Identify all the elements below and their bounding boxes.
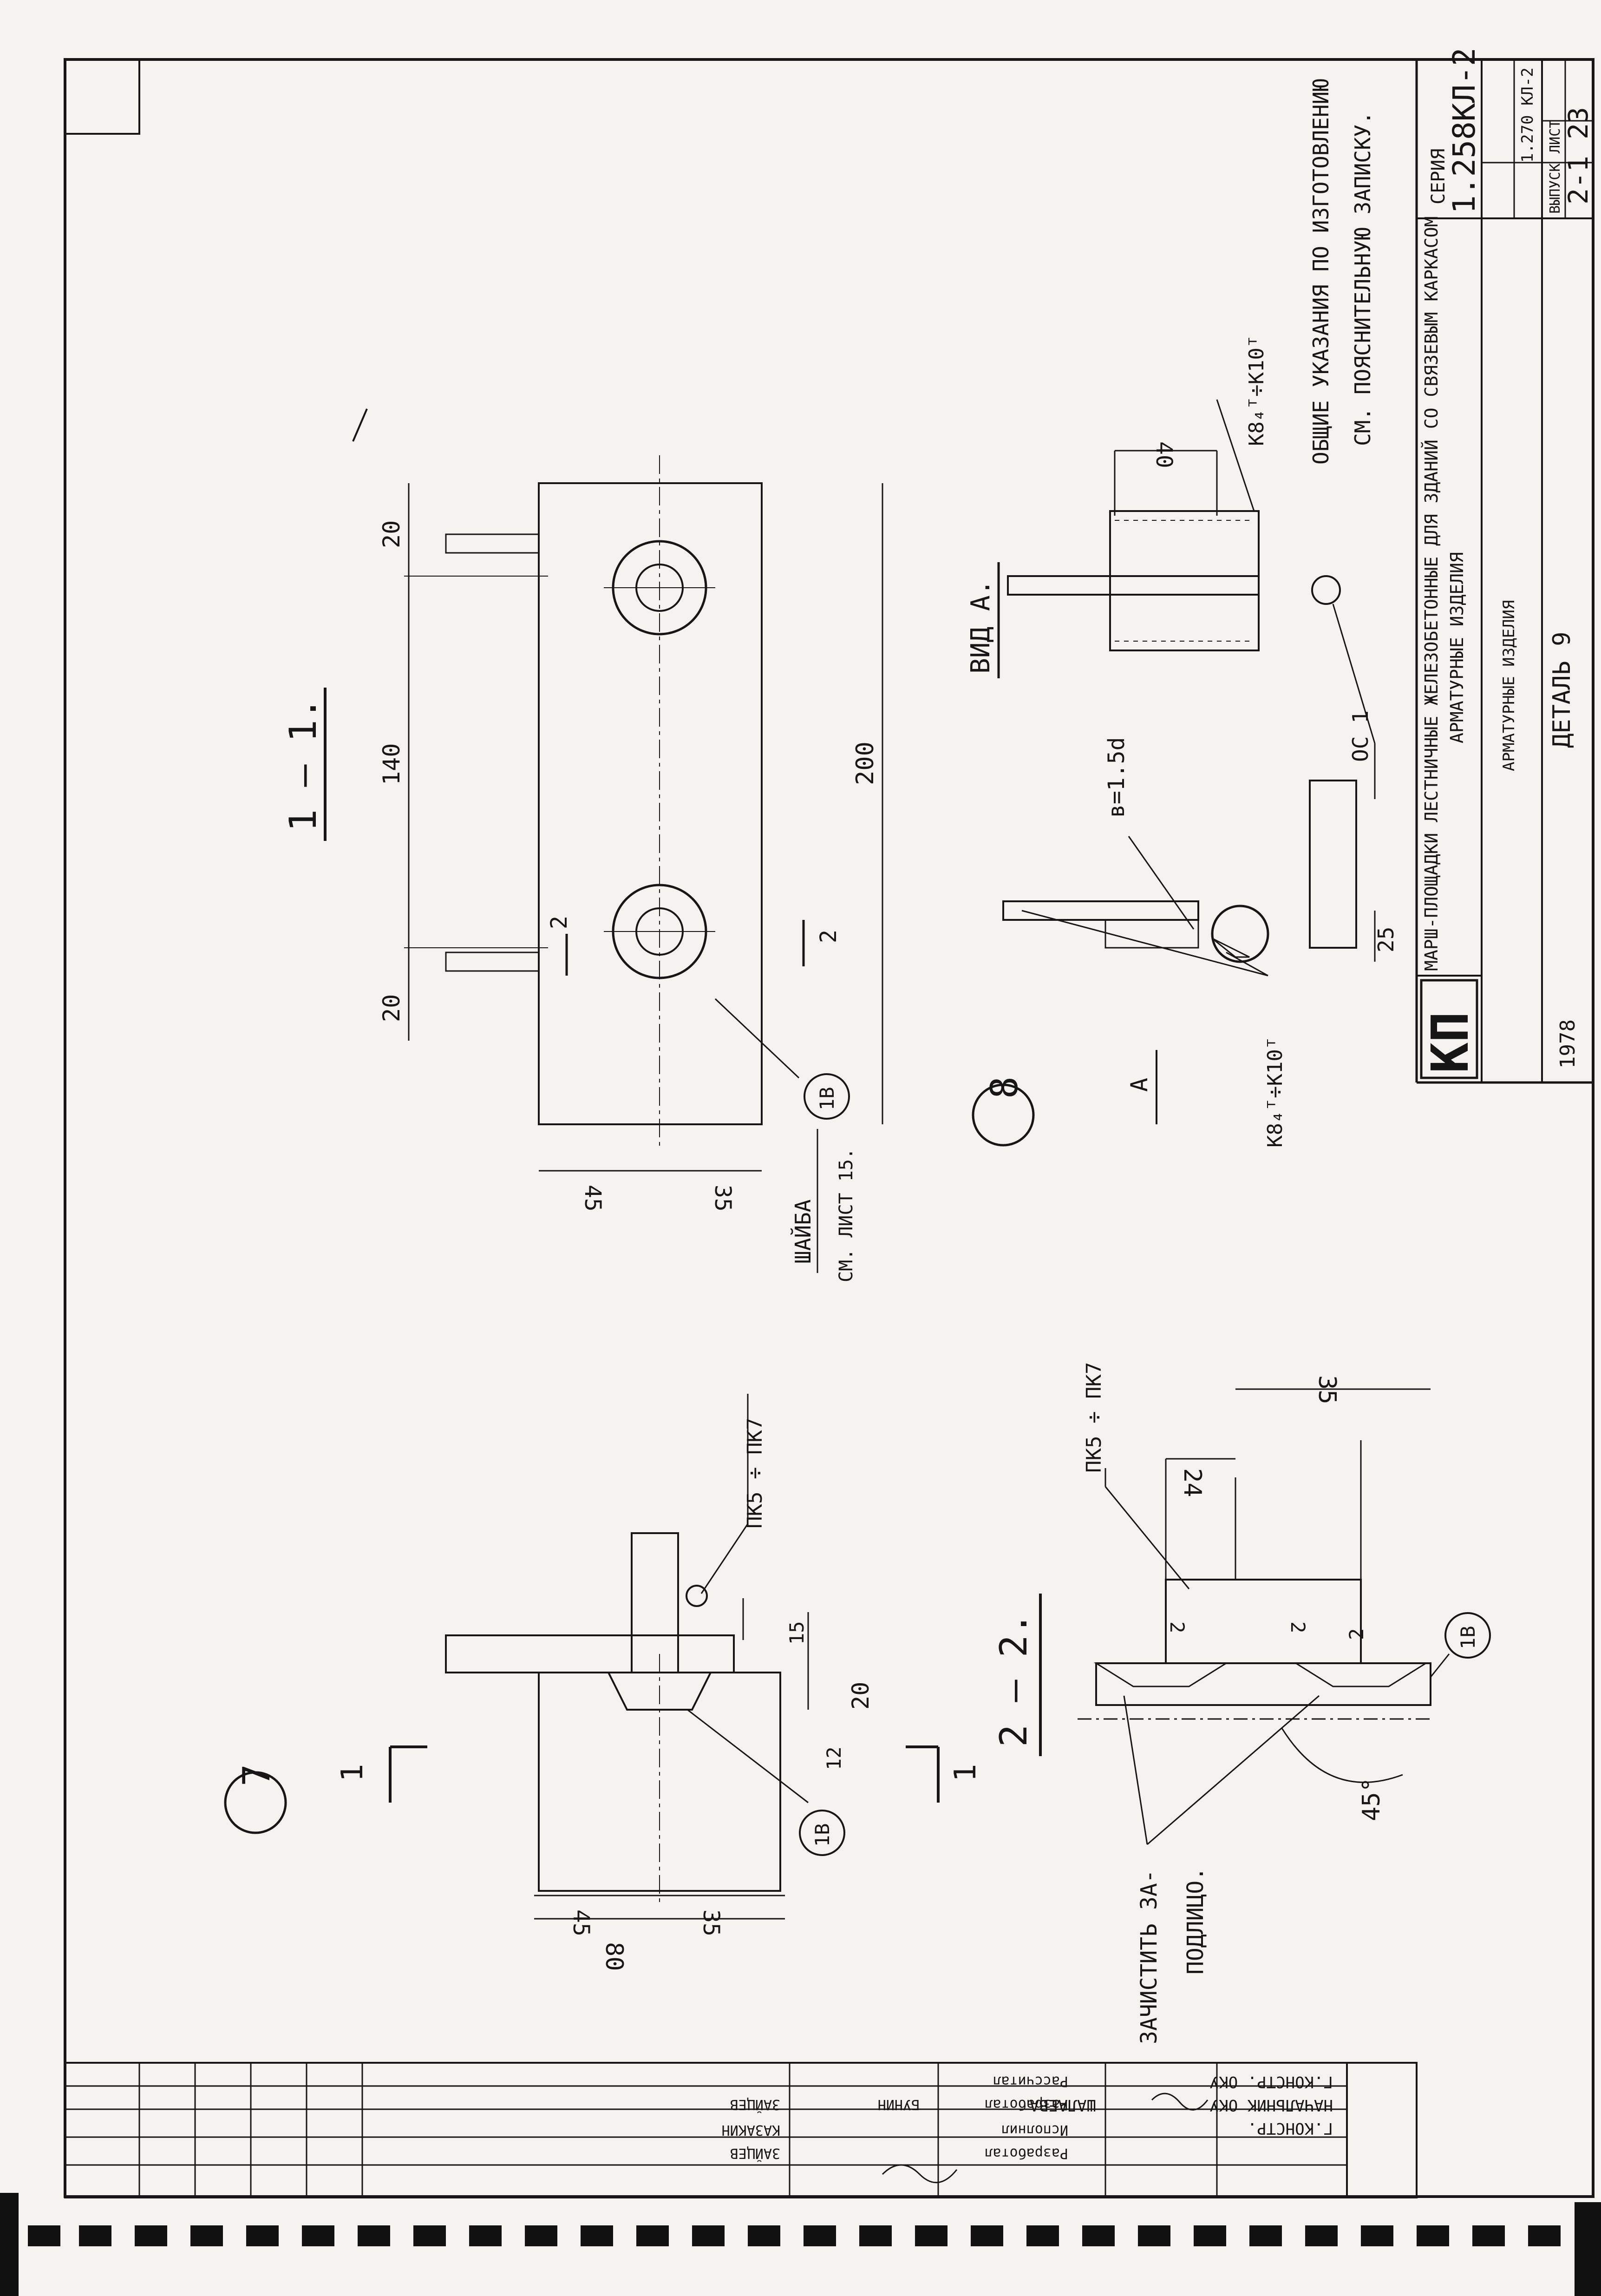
section-2-2-marker: 1В	[1457, 1626, 1479, 1649]
stray-mark	[352, 408, 368, 442]
stamp-row-6-position: Разработал	[984, 2096, 1068, 2112]
section-1-1-dim-20b: 20	[378, 994, 405, 1022]
washer-label: ШАЙБА	[791, 1200, 816, 1264]
detail-7-dim-45: 45	[568, 1909, 594, 1936]
signature-2	[1151, 2093, 1209, 2111]
detail-7-dim-80: 80	[600, 1942, 628, 1971]
section-1-1-cut-bottom: 2	[816, 930, 842, 943]
section-1-1-dim-45: 45	[580, 1185, 606, 1212]
title-block: СЕРИЯ 1.258КЛ-2 1.270 КЛ-2 ВЫПУСК 2-1 ЛИ…	[1308, 47, 1594, 1084]
stamp-name-right-3: ЗАЙЦЕВ	[730, 2096, 780, 2113]
washer-ref: СМ. ЛИСТ 15.	[836, 1148, 857, 1282]
stamp-row-5-name: БУНИН	[878, 2096, 920, 2112]
section-1-1-dim-20a: 20	[378, 520, 405, 548]
issue-label: ВЫПУСК	[1547, 164, 1563, 214]
section-1-1-cut-top: 2	[546, 916, 572, 929]
section-2-2-dim-24: 24	[1178, 1468, 1206, 1497]
detail-7-marker: 1В	[811, 1823, 834, 1847]
stamp-row-7-position: Рассчитал	[993, 2073, 1068, 2089]
detail-7: 7 1 1 80 45 35 20 12 15 ПК5 ÷ ПК7 1В	[224, 1394, 983, 1971]
scan-edge-marks	[0, 2193, 1601, 2296]
detail-7-dim-12: 12	[823, 1746, 845, 1770]
section-1-1-dim-200: 200	[851, 741, 879, 785]
section-1-1-dim-35: 35	[710, 1185, 736, 1212]
title-line-1: МАРШ-ПЛОЩАДКИ ЛЕСТНИЧНЫЕ ЖЕЛЕЗОБЕТОННЫЕ …	[1421, 216, 1442, 971]
detail-8-dim-25: 25	[1373, 927, 1398, 952]
section-2-2-angle: 45°	[1358, 1778, 1385, 1821]
section-2-2-dim-2c: 2	[1345, 1628, 1368, 1640]
year: 1978	[1556, 1019, 1580, 1069]
section-2-2-dim-35: 35	[1313, 1375, 1341, 1404]
detail-8: 8 25 в=1.5d К8₄ᵀ÷К10ᵀ А ВИД А. 40 К8₄ᵀ÷К…	[966, 335, 1398, 1148]
detail-8-view-label: ВИД А.	[966, 580, 996, 674]
sheet-number: 23	[1562, 107, 1594, 139]
sheet-label: ЛИСТ	[1547, 120, 1563, 153]
detail-7-bolt-leader: ПК5 ÷ ПК7	[743, 1418, 767, 1528]
detail-7-number: 7	[235, 1764, 278, 1786]
detail-7-dim-20: 20	[847, 1682, 874, 1710]
issue-value: 2-1	[1562, 156, 1594, 204]
stamp-row-1-position: Г.КОНСТР. ОКУ	[1209, 2073, 1333, 2091]
detail-8-number: 8	[983, 1076, 1026, 1099]
section-1-1-title: 1 — 1.	[281, 697, 325, 832]
detail-8-weld-right: К8₄ᵀ÷К10ᵀ	[1245, 335, 1268, 446]
section-1-1: 1 — 1. 20 140 20 200 45 35 2 2 1В	[281, 455, 883, 1282]
issue-small: 1.270 КЛ-2	[1518, 67, 1537, 163]
approval-stamp: Г.КОНСТР. ОКУ НАЧАЛЬНИК ОКУ ШАЛАЕВА Г.КО…	[64, 2062, 1418, 2198]
section-2-2-bolt-leader: ПК5 ÷ ПК7	[1082, 1362, 1106, 1473]
detail-8-weld-note: в=1.5d	[1104, 737, 1130, 818]
org-logo: КП	[1420, 979, 1480, 1079]
section-2-2-title: 2 — 2.	[992, 1613, 1035, 1747]
detail-8-dim-40: 40	[1151, 441, 1177, 468]
detail-7-section-mark-bottom: 1	[948, 1764, 983, 1782]
frame-corner-box	[64, 59, 140, 135]
detail-8-arrow-label: А	[1126, 1078, 1153, 1092]
series-code: 1.258КЛ-2	[1446, 47, 1482, 214]
detail-7-section-mark-top: 1	[335, 1764, 370, 1782]
detail-name: ДЕТАЛЬ 9	[1548, 632, 1576, 748]
stamp-row-5-position: Исполнил	[1001, 2122, 1069, 2138]
section-2-2-note-1: ЗАЧИСТИТЬ ЗА-	[1136, 1870, 1162, 2044]
section-1-1-marker: 1В	[816, 1087, 838, 1110]
section-2-2: 2 — 2. 35 24 2 2 2 45° ПК5 ÷ ПК7 1В ЗАЧИ…	[992, 1362, 1491, 2044]
section-2-2-dim-2a: 2	[1166, 1621, 1189, 1633]
section-2-2-note-2: ПОДЛИЦО.	[1183, 1867, 1209, 1975]
section-2-2-dim-2b: 2	[1287, 1621, 1309, 1633]
detail-7-dim-35: 35	[698, 1909, 724, 1936]
stamp-row-2-position: НАЧАЛЬНИК ОКУ	[1209, 2096, 1333, 2114]
section-1-1-dim-140: 140	[378, 743, 405, 785]
stamp-row-4-position: Разработал	[984, 2145, 1068, 2161]
detail-8-weld-left: К8₄ᵀ÷К10ᵀ	[1263, 1037, 1287, 1148]
general-notes-line-2: СМ. ПОЯСНИТЕЛЬНУЮ ЗАПИСКУ.	[1350, 112, 1375, 446]
svg-text:КП: КП	[1420, 1012, 1480, 1073]
stamp-name-right-2: КАЗАКИН	[722, 2122, 780, 2138]
detail-8-rod-label: ОС 1	[1348, 710, 1373, 762]
series-label: СЕРИЯ	[1428, 149, 1449, 204]
signature-1	[882, 2164, 958, 2184]
title-line-2: АРМАТУРНЫЕ ИЗДЕЛИЯ	[1447, 552, 1467, 743]
title-line-3: АРМАТУРНЫЕ ИЗДЕЛИЯ	[1500, 600, 1518, 771]
detail-7-dim-15: 15	[785, 1621, 808, 1645]
stamp-row-3-position: Г.КОНСТР.	[1248, 2119, 1333, 2138]
stamp-row-2-name: ШАЛАЕВА	[1030, 2096, 1096, 2114]
general-notes-line-1: ОБЩИЕ УКАЗАНИЯ ПО ИЗГОТОВЛЕНИЮ	[1308, 79, 1333, 465]
stamp-name-right-1: ЗАЙЦЕВ	[730, 2145, 780, 2162]
